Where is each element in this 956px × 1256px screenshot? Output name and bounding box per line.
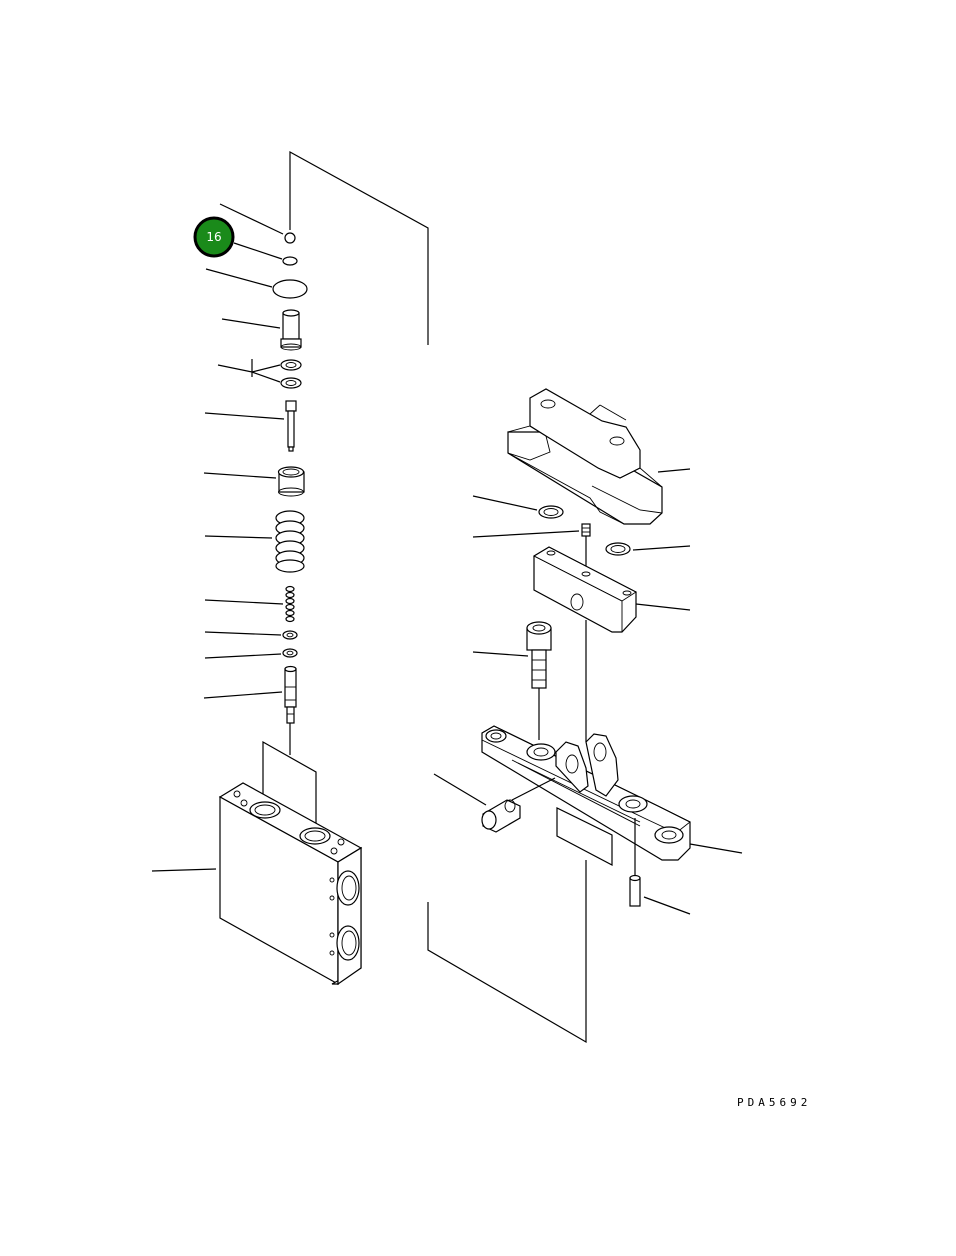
spool-part [284, 665, 297, 724]
leader-cover [657, 468, 691, 473]
leader-dowel [643, 896, 691, 915]
grease-fitting-part [581, 523, 591, 537]
leader-poppet [204, 412, 285, 420]
leader-spool [203, 691, 283, 699]
washer-left-part [538, 505, 564, 519]
leader-small-washer-upper [204, 631, 282, 636]
leader-grease-fitting [472, 530, 580, 538]
small-o-ring-part [282, 256, 298, 266]
bolt-part [526, 621, 552, 689]
poppet-part [285, 400, 297, 452]
leader-plug [221, 318, 281, 329]
washer-upper-part [280, 359, 302, 371]
callout-circle[interactable] [193, 216, 235, 258]
leader-washers [217, 364, 281, 373]
leader-bolt [472, 651, 529, 657]
leader-base-plate [689, 843, 743, 854]
small-spring-part [285, 585, 295, 623]
leader-washer-left [472, 495, 538, 511]
pin-part [481, 799, 521, 833]
leader-small-spring [204, 599, 284, 605]
lower-bracket-shape [556, 807, 613, 866]
washer-right-part [605, 542, 631, 556]
leader-pin [433, 773, 487, 806]
large-spring-part [275, 510, 305, 573]
leader-clamp-block [635, 603, 691, 611]
small-washer-upper-part [282, 630, 298, 640]
block-bracket-line [262, 740, 317, 828]
small-washer-lower-part [282, 648, 298, 658]
drawing-reference-code: PDA5692 [737, 1096, 811, 1109]
leader-small-washer-lower [204, 653, 282, 659]
ball-part [284, 232, 296, 244]
clamp-block-part [533, 546, 637, 633]
leader-valve-block [151, 868, 217, 872]
top-bracket-line [289, 150, 429, 345]
dowel-part [629, 874, 641, 907]
disc-part [272, 279, 308, 299]
leader-small-o-ring [233, 242, 283, 260]
plug-part [280, 309, 302, 351]
leader-sleeve [203, 472, 277, 479]
sleeve-part [277, 466, 305, 497]
left-valve-assembly [151, 150, 429, 986]
bottom-bracket-line [427, 860, 587, 1044]
callout-16[interactable]: 16 [193, 216, 235, 258]
cover-part [507, 388, 663, 525]
leader-large-spring [204, 535, 273, 539]
valve-block-part [218, 782, 363, 986]
callout-label: 16 [206, 230, 221, 244]
washer-lower-part [280, 377, 302, 389]
right-bracket-assembly [427, 388, 743, 1044]
base-plate-part [481, 725, 691, 861]
leader-ball [219, 203, 284, 235]
leader-washer-right [632, 545, 691, 551]
leader-disc [205, 268, 273, 288]
